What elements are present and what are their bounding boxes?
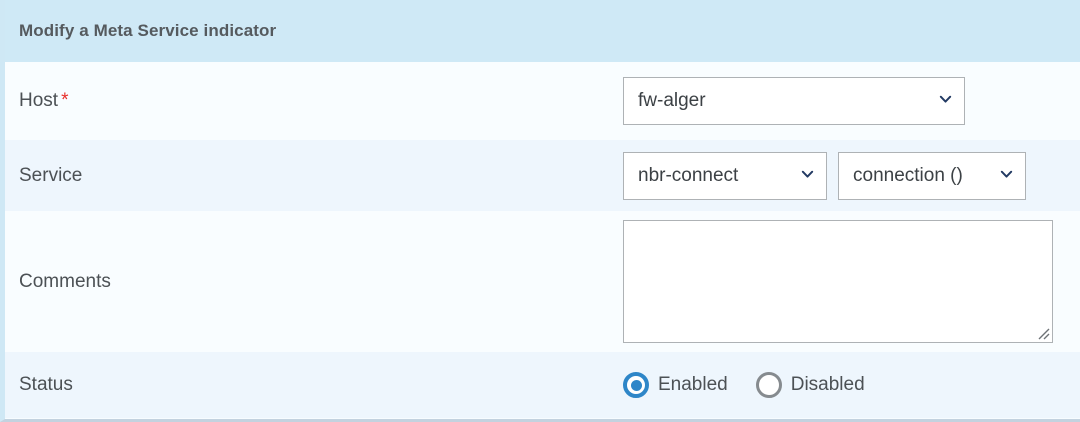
status-option-enabled[interactable]: Enabled	[623, 372, 728, 398]
status-option-disabled-label: Disabled	[790, 374, 865, 395]
chevron-down-icon	[801, 168, 814, 181]
form-row-comments: Comments	[5, 211, 1080, 352]
status-label-text: Status	[19, 374, 73, 395]
service-select[interactable]: nbr-connect	[623, 151, 827, 200]
host-label: Host*	[19, 90, 623, 112]
chevron-down-icon	[1000, 168, 1013, 181]
status-field: Enabled Disabled	[623, 372, 1080, 398]
host-select[interactable]: fw-alger	[623, 77, 965, 125]
page-title: Modify a Meta Service indicator	[19, 21, 277, 40]
service-field: nbr-connect connection ()	[623, 151, 1080, 200]
form-row-host: Host* fw-alger	[5, 62, 1080, 140]
radio-disabled-icon[interactable]	[755, 372, 782, 398]
comments-textarea[interactable]	[623, 220, 1053, 343]
service-select-value: nbr-connect	[638, 164, 739, 186]
radio-enabled-icon[interactable]	[623, 372, 649, 398]
status-label: Status	[19, 374, 623, 396]
host-label-text: Host	[19, 90, 59, 111]
form-row-status: Status Enabled Disabled	[5, 352, 1080, 418]
status-radio-group: Enabled Disabled	[623, 372, 865, 398]
service-label-text: Service	[19, 164, 83, 186]
required-asterisk: *	[61, 90, 69, 111]
service-label: Service	[19, 165, 623, 187]
service-instance-select[interactable]: connection ()	[838, 151, 1026, 200]
chevron-down-icon	[939, 93, 952, 106]
host-select-value: fw-alger	[638, 90, 706, 111]
service-instance-select-value: connection ()	[853, 164, 963, 186]
comments-textarea-wrapper	[623, 220, 1053, 343]
status-option-enabled-label: Enabled	[658, 374, 728, 395]
panel-header: Modify a Meta Service indicator	[5, 0, 1080, 62]
comments-label: Comments	[19, 271, 623, 293]
host-field: fw-alger	[623, 77, 1080, 125]
comments-field	[623, 220, 1080, 343]
form-row-service: Service nbr-connect connection ()	[5, 140, 1080, 211]
comments-label-text: Comments	[19, 270, 111, 292]
status-option-disabled[interactable]: Disabled	[755, 372, 865, 398]
